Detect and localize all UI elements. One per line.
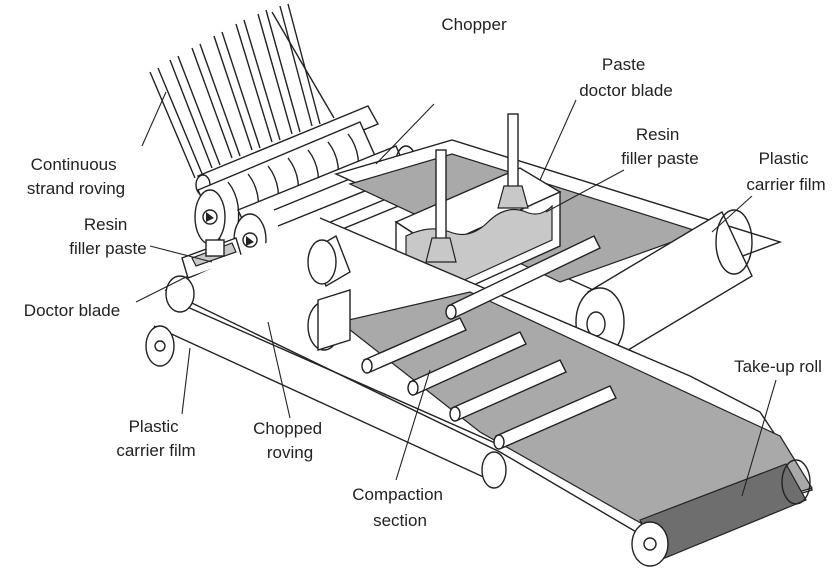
- label-take-up-roll: Take-up roll: [734, 357, 822, 376]
- label-plastic-carrier-film-left: Plastic carrier film: [116, 417, 195, 460]
- label-resin-filler-paste-left: Resin filler paste: [69, 215, 146, 258]
- label-chopper: Chopper: [441, 15, 507, 34]
- roving-strands: [149, 3, 335, 179]
- label-continuous-strand-roving: Continuous strand roving: [27, 155, 125, 198]
- label-chopped-roving: Chopped roving: [253, 419, 327, 462]
- support-rolls: [145, 234, 507, 489]
- label-compaction-section: Compaction section: [352, 485, 447, 530]
- compaction-rolls: [361, 235, 617, 450]
- label-doctor-blade: Doctor blade: [24, 301, 120, 320]
- label-plastic-carrier-film-right: Plastic carrier film: [746, 149, 825, 194]
- leader-lines: [135, 91, 777, 497]
- label-resin-filler-paste-right: Resin filler paste: [621, 125, 698, 168]
- label-paste-doctor-blade: Paste doctor blade: [579, 55, 673, 100]
- take-up-roll: [631, 459, 811, 567]
